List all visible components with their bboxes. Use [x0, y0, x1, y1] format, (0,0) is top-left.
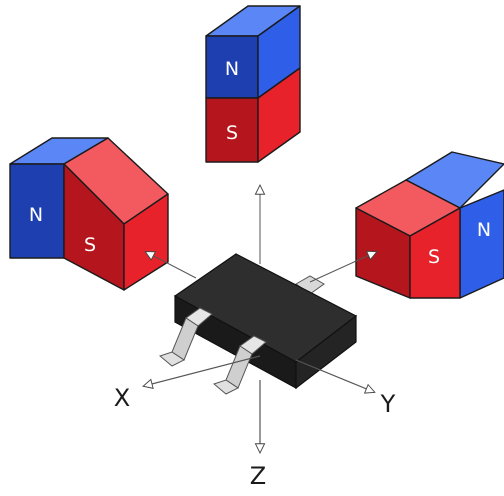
x-axis-arrow — [144, 355, 261, 386]
right-magnet: S N — [355, 151, 504, 299]
right-magnet-north-front-face — [459, 189, 504, 299]
sensor-lead-2-foot — [212, 379, 239, 395]
right-magnet-south-front-face — [409, 207, 461, 299]
left-magnet-north-label: N — [29, 204, 43, 226]
arrow-to-right-magnet — [309, 252, 376, 283]
sensor-package — [158, 253, 358, 395]
top-magnet: N S — [205, 5, 301, 163]
sensor-lead-1-bend — [171, 317, 199, 361]
arrow-to-left-magnet — [146, 252, 197, 279]
y-axis-arrow — [295, 359, 374, 392]
right-magnet-south-label: S — [428, 246, 440, 268]
field-arrows — [146, 186, 376, 283]
top-magnet-south-label: S — [226, 122, 238, 144]
top-magnet-north-label: N — [225, 58, 239, 80]
sensor-body-right-face — [295, 314, 357, 390]
right-magnet-north-label: N — [477, 219, 491, 241]
axes: X Y Z — [114, 355, 396, 490]
y-axis-label: Y — [380, 390, 396, 418]
x-axis-label: X — [114, 384, 130, 412]
z-axis-label: Z — [250, 462, 266, 490]
left-magnet: N S — [9, 137, 169, 291]
sensor-lead-1-foot — [158, 351, 185, 367]
left-magnet-south-label: S — [84, 234, 96, 256]
top-magnet-south-side-face — [257, 67, 301, 163]
left-magnet-south-side-face — [123, 193, 169, 291]
